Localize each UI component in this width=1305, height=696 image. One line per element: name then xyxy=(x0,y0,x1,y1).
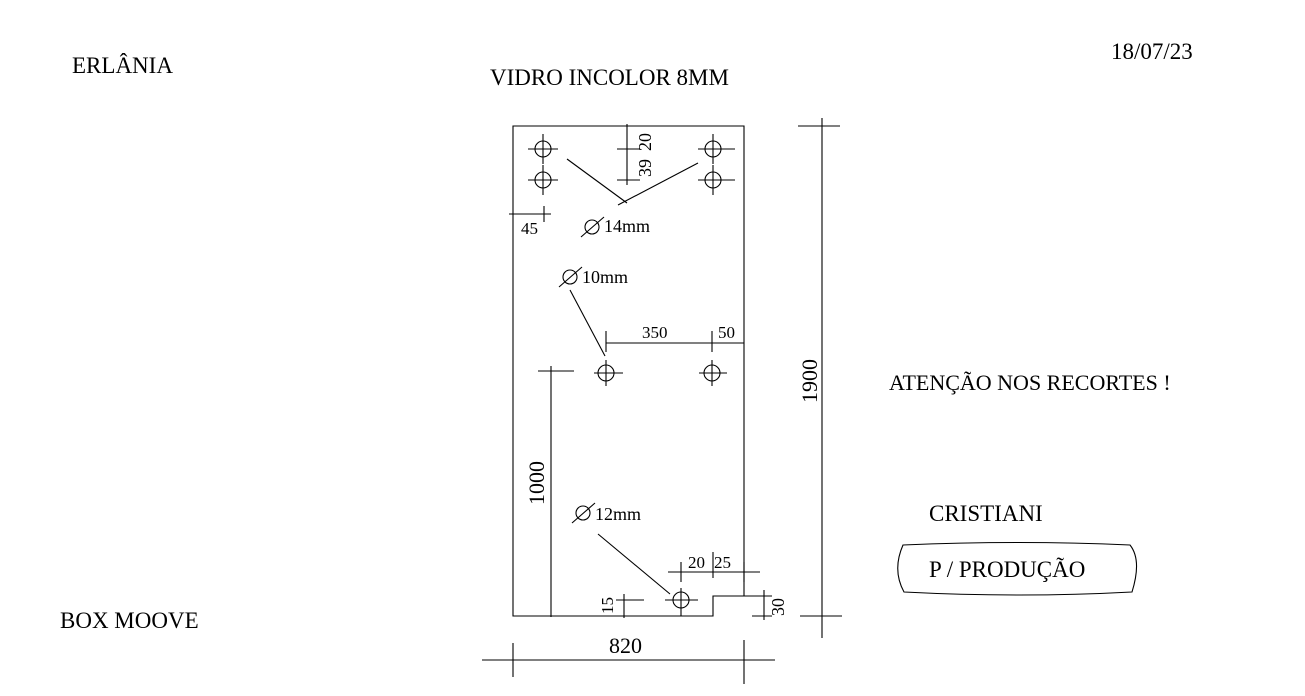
notch-height-label: 30 xyxy=(768,598,788,616)
top-offset-label: 20 xyxy=(635,133,655,151)
bottom-hole xyxy=(665,588,698,616)
handle-hole xyxy=(594,360,623,386)
side-offset-label: 50 xyxy=(718,323,735,342)
warning-note: ATENÇÃO NOS RECORTES ! xyxy=(889,370,1171,395)
hole-diameter-12-label: 12mm xyxy=(595,504,641,524)
hole-spacing-h-label: 350 xyxy=(642,323,668,342)
notch-b-label: 25 xyxy=(714,553,731,572)
client-name: ERLÂNIA xyxy=(72,53,173,78)
material-title: VIDRO INCOLOR 8MM xyxy=(490,65,729,90)
seller-name: CRISTIANI xyxy=(929,501,1043,526)
production-stamp-border xyxy=(897,541,1138,596)
hole-diameter-14-label: 14mm xyxy=(604,216,650,236)
notch-a-label: 20 xyxy=(688,553,705,572)
overall-width-label: 820 xyxy=(609,633,642,658)
diameter-symbol-icon xyxy=(580,216,605,238)
glass-panel-outline xyxy=(512,125,745,617)
hinge-hole xyxy=(698,165,735,195)
hole-diameter-10-label: 10mm xyxy=(582,267,628,287)
diameter-symbol-icon xyxy=(558,266,583,288)
hinge-hole xyxy=(528,165,558,195)
hinge-hole xyxy=(698,134,735,164)
edge-offset-label: 45 xyxy=(521,219,538,238)
order-date: 18/07/23 xyxy=(1111,39,1193,64)
handle-hole xyxy=(699,360,727,386)
overall-height-label: 1900 xyxy=(797,359,822,403)
diameter-symbol-icon xyxy=(571,502,596,524)
product-name: BOX MOOVE xyxy=(60,608,199,633)
bottom-offset-label: 15 xyxy=(598,597,617,614)
production-stamp-label: P / PRODUÇÃO xyxy=(929,557,1085,582)
hinge-hole xyxy=(528,134,558,164)
hole-height-label: 1000 xyxy=(524,461,549,505)
hole-spacing-v-label: 39 xyxy=(635,159,655,177)
